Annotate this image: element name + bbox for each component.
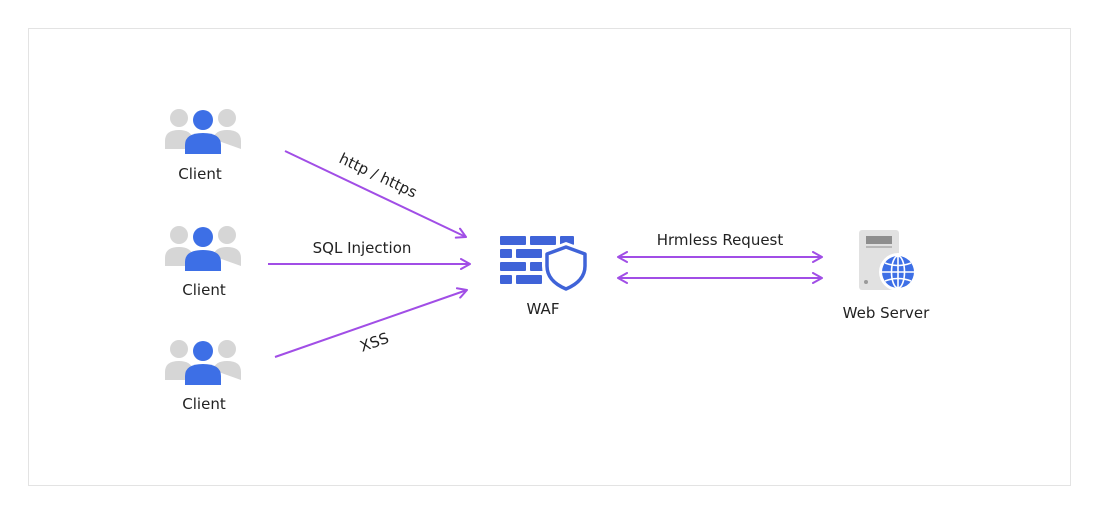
connection-label-sql-injection: SQL Injection	[312, 239, 412, 257]
arrow-xss	[274, 287, 468, 358]
web-server-globe-icon	[859, 230, 917, 291]
arrow-http	[284, 150, 467, 239]
request-label: Hrmless Request	[656, 231, 784, 249]
client-label: Client	[178, 165, 222, 183]
firewall-shield-icon	[500, 236, 590, 294]
server-label: Web Server	[842, 304, 930, 322]
connection-label-http: http / https	[336, 149, 420, 201]
users-icon	[165, 340, 241, 385]
users-icon	[165, 109, 241, 154]
users-icon	[165, 226, 241, 271]
waf-label: WAF	[526, 300, 560, 318]
client-label: Client	[182, 395, 226, 413]
client-label: Client	[182, 281, 226, 299]
connection-label-xss: XSS	[358, 329, 392, 356]
